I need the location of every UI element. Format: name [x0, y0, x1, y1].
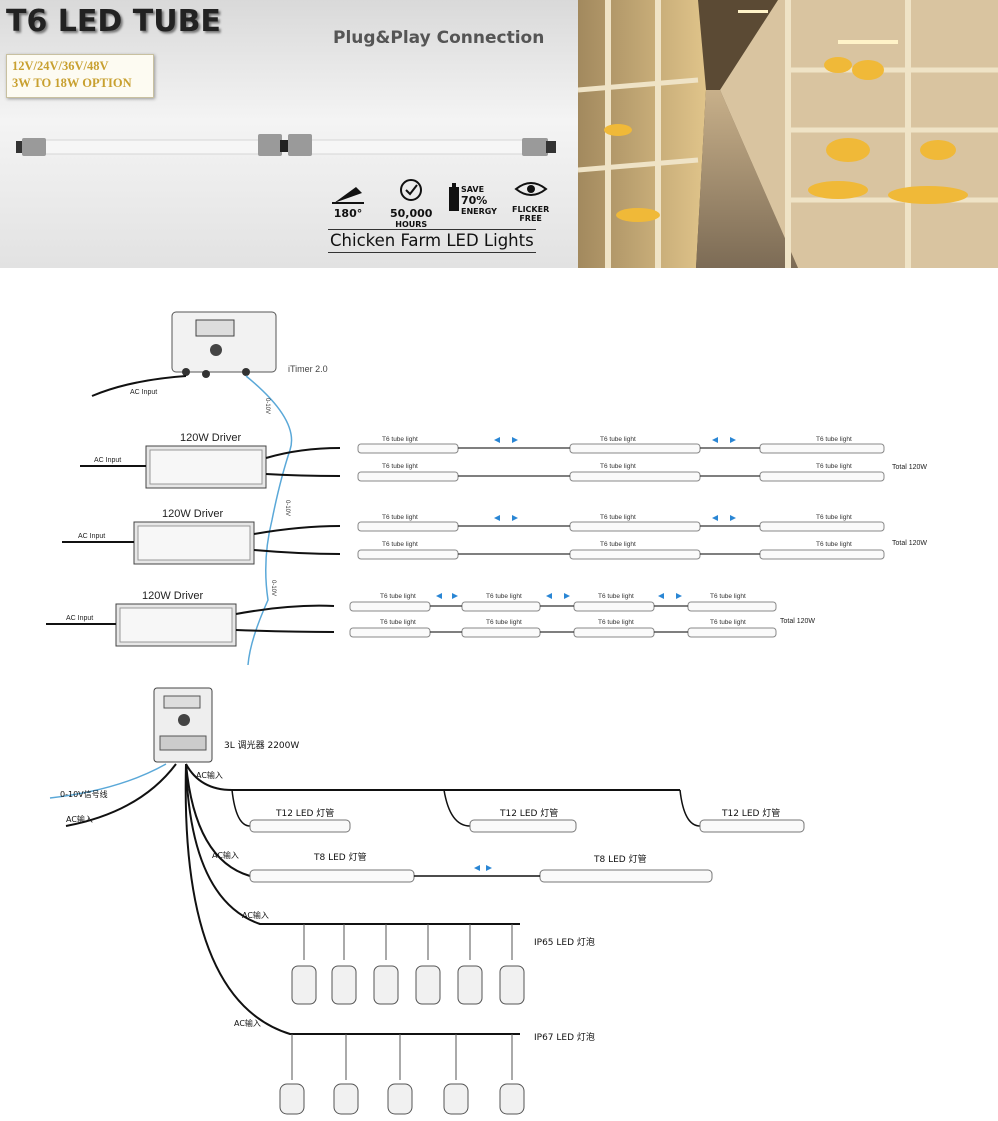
battery-icon — [449, 183, 459, 211]
tube-label: T6 tube light — [816, 436, 852, 443]
connection-label: Plug&Play Connection — [333, 28, 545, 48]
tube-label: T6 tube light — [382, 541, 418, 548]
signal-label-1: 0-10V — [264, 398, 270, 415]
tube-label: T6 tube light — [710, 593, 746, 600]
product-panel: T6 LED TUBE 12V/24V/36V/48V 3W TO 18W OP… — [0, 0, 578, 268]
angle-icon — [332, 187, 364, 204]
banner-caption: Chicken Farm LED Lights — [328, 229, 536, 253]
tube-label: T6 tube light — [486, 593, 522, 600]
ac-input-label-d1: AC Input — [94, 457, 122, 464]
t12-label-1: T12 LED 灯管 — [276, 809, 335, 819]
tube-label: T6 tube light — [816, 463, 852, 470]
ip67-label: IP67 LED 灯泡 — [534, 1033, 595, 1043]
dimmer-label: 3L 调光器 2200W — [224, 741, 300, 751]
spec-voltage: 12V/24V/36V/48V — [12, 59, 109, 73]
feature-lifetime: 50,000 HOURS — [390, 177, 432, 229]
t8-tubes — [249, 865, 713, 883]
driver-2 — [133, 521, 255, 565]
ip67-bulbs — [279, 1034, 525, 1115]
tube-connector-wires — [430, 447, 760, 633]
ac-input-label-ip67: AC输入 — [234, 1019, 261, 1028]
feature-angle: 180° — [328, 177, 368, 220]
driver-1-label: 120W Driver — [180, 432, 242, 444]
tube-label: T6 tube light — [710, 619, 746, 626]
signal-wire-label: 0-10V信号线 — [60, 790, 108, 799]
spec-wattage: 3W TO 18W OPTION — [12, 76, 132, 90]
tube-illustration — [16, 134, 556, 156]
tube-label: T6 tube light — [382, 514, 418, 521]
t6-tube-rows — [349, 443, 885, 638]
tube-label: T6 tube light — [600, 463, 636, 470]
eye-icon — [514, 182, 548, 196]
spec-box: 12V/24V/36V/48V 3W TO 18W OPTION — [6, 54, 154, 98]
total-label-2: Total 120W — [892, 540, 928, 547]
clock-icon — [400, 179, 423, 201]
signal-label-3: 0-10V — [270, 580, 276, 597]
tube-label: T6 tube light — [600, 436, 636, 443]
tube-label: T6 tube light — [598, 619, 634, 626]
driver-2-label: 120W Driver — [162, 508, 224, 520]
t12-label-2: T12 LED 灯管 — [500, 809, 559, 819]
output-feeder-wires — [184, 763, 680, 1035]
driver-3-label: 120W Driver — [142, 590, 204, 602]
itimer-device — [171, 311, 277, 378]
farm-corridor-image — [578, 0, 998, 268]
product-title: T6 LED TUBE — [6, 4, 221, 39]
tube-label: T6 tube light — [380, 593, 416, 600]
t12-label-3: T12 LED 灯管 — [722, 809, 781, 819]
ac-input-label-t8: AC输入 — [212, 851, 239, 860]
tube-label: T6 tube light — [816, 541, 852, 548]
feature-flicker: FLICKER FREE — [512, 177, 549, 223]
t8-label-2: T8 LED 灯管 — [594, 855, 647, 865]
tube-label: T6 tube light — [600, 514, 636, 521]
ac-input-wire-cn — [65, 763, 177, 827]
ac-input-label-t12: AC输入 — [196, 771, 223, 780]
tube-label: T6 tube light — [382, 463, 418, 470]
tube-label: T6 tube light — [380, 619, 416, 626]
total-label-1: Total 120W — [892, 464, 928, 471]
tube-label: T6 tube light — [382, 436, 418, 443]
driver-1 — [145, 445, 267, 489]
ac-input-label-cn: AC输入 — [66, 815, 93, 824]
ac-input-label-ip65: AC输入 — [242, 911, 269, 920]
signal-wire-cn — [49, 763, 167, 799]
dimmer-device — [153, 687, 213, 763]
tube-label: T6 tube light — [486, 619, 522, 626]
tube-label: T6 tube light — [598, 593, 634, 600]
t8-label-1: T8 LED 灯管 — [314, 853, 367, 863]
product-banner: T6 LED TUBE 12V/24V/36V/48V 3W TO 18W OP… — [0, 0, 998, 268]
chicken-farm-photo — [578, 0, 998, 268]
total-label-3: Total 120W — [780, 618, 816, 625]
ac-input-label-timer: AC Input — [130, 389, 158, 396]
itimer-ac-wire — [91, 375, 187, 397]
ip65-bulbs — [291, 924, 525, 1005]
signal-label-2: 0-10V — [284, 500, 290, 517]
itimer-label: iTimer 2.0 — [288, 364, 328, 374]
ac-input-label-d3: AC Input — [66, 615, 94, 622]
driver-3 — [115, 603, 237, 647]
t12-tubes — [231, 789, 805, 833]
ac-input-label-d2: AC Input — [78, 533, 106, 540]
ip65-label: IP65 LED 灯泡 — [534, 938, 595, 948]
tube-label: T6 tube light — [816, 514, 852, 521]
blue-arrow-markers — [436, 437, 736, 599]
signal-wire-0-10v — [245, 375, 293, 666]
tube-label: T6 tube light — [600, 541, 636, 548]
